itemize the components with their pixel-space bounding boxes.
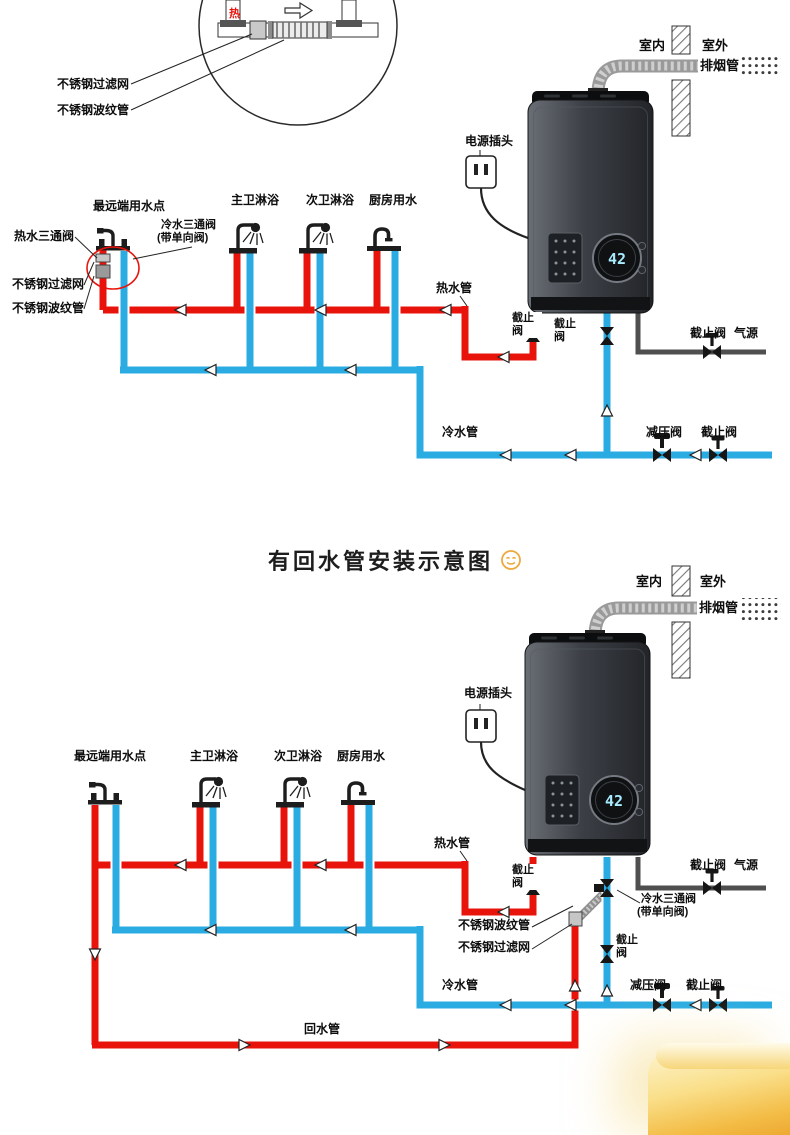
sponge-decoration bbox=[648, 1043, 790, 1135]
flow-arrow-icon bbox=[284, 1, 314, 20]
hot-pipe-label-top: 热水管 bbox=[436, 281, 473, 295]
inset-corrugated-label: 不锈钢波纹管 bbox=[57, 103, 130, 117]
corrugated-label-bottom: 不锈钢波纹管 bbox=[458, 918, 531, 932]
inset-filter-part bbox=[249, 20, 267, 40]
check-valve-note-bottom: (带单向阀) bbox=[637, 906, 689, 918]
farthest-point-label-top: 最远端用水点 bbox=[93, 199, 166, 213]
shower-icon bbox=[283, 775, 312, 804]
flue-label-bottom: 排烟管 bbox=[697, 600, 741, 616]
cold-tee-label-top: 冷水三通阀 bbox=[161, 219, 216, 231]
master-shower-label-bottom: 主卫淋浴 bbox=[190, 749, 239, 763]
check-valve-note-top: (带单向阀) bbox=[157, 232, 209, 244]
farthest-point-label-bottom: 最远端用水点 bbox=[74, 749, 147, 763]
leader-lines-top bbox=[74, 236, 468, 310]
hot-pipe-label-bottom: 热水管 bbox=[434, 836, 471, 850]
hot-pipes-bottom bbox=[91, 805, 579, 1049]
vent-grille-icon bbox=[741, 56, 781, 78]
prv-label-bottom: 减压阀 bbox=[630, 978, 667, 992]
sponge-top-layer bbox=[656, 1043, 790, 1069]
valves-bottom bbox=[526, 869, 727, 1012]
detail-inset-circle: 热 bbox=[130, 0, 398, 126]
stop-valve-label-hot-top: 截止阀 bbox=[510, 312, 542, 338]
filter-label-bottom: 不锈钢过滤网 bbox=[458, 940, 531, 954]
power-plug-label-bottom: 电源插头 bbox=[464, 686, 513, 700]
shower-icon bbox=[236, 221, 265, 250]
section-title: 有回水管安装示意图 bbox=[0, 544, 790, 576]
hot-pipes-top bbox=[99, 250, 537, 361]
corrugated-label-top: 不锈钢波纹管 bbox=[12, 301, 85, 315]
smiley-icon bbox=[501, 550, 521, 570]
top-diagram: 热 bbox=[74, 0, 781, 462]
water-heater-bottom bbox=[524, 632, 651, 856]
corrugated-fitting bbox=[95, 264, 111, 279]
flue-label-top: 排烟管 bbox=[698, 58, 742, 74]
outdoor-label-bottom: 室外 bbox=[700, 574, 727, 589]
stop-valve-label-cold-top: 截止阀 bbox=[552, 318, 584, 344]
filter-fitting bbox=[95, 253, 111, 263]
power-plug-label-top: 电源插头 bbox=[465, 134, 514, 148]
leader-lines-bottom bbox=[459, 850, 641, 950]
hot-tee-label-top: 热水三通阀 bbox=[14, 229, 75, 243]
power-cable bbox=[479, 187, 529, 240]
fixtures-top bbox=[86, 221, 402, 290]
return-pipe-path bbox=[92, 926, 579, 1049]
inset-filter-label: 不锈钢过滤网 bbox=[57, 77, 130, 91]
master-shower-label-top: 主卫淋浴 bbox=[231, 193, 280, 207]
stop-valve-label-gas-bottom: 截止阀 bbox=[690, 858, 727, 872]
gas-pipe-top bbox=[635, 312, 766, 355]
filter-fitting bbox=[568, 911, 583, 927]
gas-source-label-bottom: 气源 bbox=[734, 858, 759, 872]
wall-bottom bbox=[671, 565, 691, 679]
kitchen-label-bottom: 厨房用水 bbox=[337, 749, 386, 763]
gas-pipe-bottom bbox=[635, 857, 766, 891]
hot-char-label: 热 bbox=[229, 6, 240, 20]
indoor-label-top: 室内 bbox=[639, 38, 666, 53]
bottom-diagram bbox=[86, 565, 781, 1052]
return-fittings-bottom bbox=[568, 891, 606, 927]
gas-stop-valve-icon bbox=[703, 869, 721, 895]
stop-valve-label-main-bottom: 截止阀 bbox=[686, 978, 723, 992]
wall-top bbox=[671, 25, 691, 137]
second-shower-label-bottom: 次卫淋浴 bbox=[274, 749, 323, 763]
tee-assembly-highlight bbox=[86, 246, 140, 290]
cold-pipe-label-bottom: 冷水管 bbox=[442, 978, 479, 992]
indoor-label-bottom: 室内 bbox=[636, 574, 663, 589]
power-outlet-top bbox=[465, 150, 529, 240]
outlet-icon bbox=[465, 709, 497, 743]
shower-icon bbox=[306, 221, 335, 250]
stop-valve-label-riser-bottom: 截止阀 bbox=[614, 934, 646, 960]
shower-icon bbox=[199, 775, 228, 804]
kitchen-label-top: 厨房用水 bbox=[369, 193, 418, 207]
stop-valve-label-gas-top: 截止阀 bbox=[690, 326, 727, 340]
fixtures-bottom bbox=[86, 775, 376, 808]
return-pipe-label: 回水管 bbox=[304, 1022, 341, 1036]
cold-pipe-label-top: 冷水管 bbox=[442, 425, 479, 439]
outdoor-label-top: 室外 bbox=[702, 38, 729, 53]
filter-label-top: 不锈钢过滤网 bbox=[12, 277, 85, 291]
stop-valve-label-hot-bottom: 截止阀 bbox=[510, 864, 542, 890]
power-cable bbox=[479, 741, 526, 792]
vent-grille-icon bbox=[741, 598, 781, 620]
power-outlet-bottom bbox=[465, 704, 526, 792]
gas-source-label-top: 气源 bbox=[734, 326, 759, 340]
cold-tee-label-bottom: 冷水三通阀 bbox=[641, 893, 696, 905]
faucet-icon bbox=[86, 780, 124, 807]
section-title-text: 有回水管安装示意图 bbox=[267, 549, 493, 574]
second-shower-label-top: 次卫淋浴 bbox=[306, 193, 355, 207]
valves-top bbox=[526, 324, 727, 462]
water-heater-top bbox=[527, 90, 654, 314]
stop-valve-label-main-top: 截止阀 bbox=[701, 425, 738, 439]
prv-label-top: 减压阀 bbox=[646, 425, 683, 439]
outlet-icon bbox=[465, 155, 497, 189]
